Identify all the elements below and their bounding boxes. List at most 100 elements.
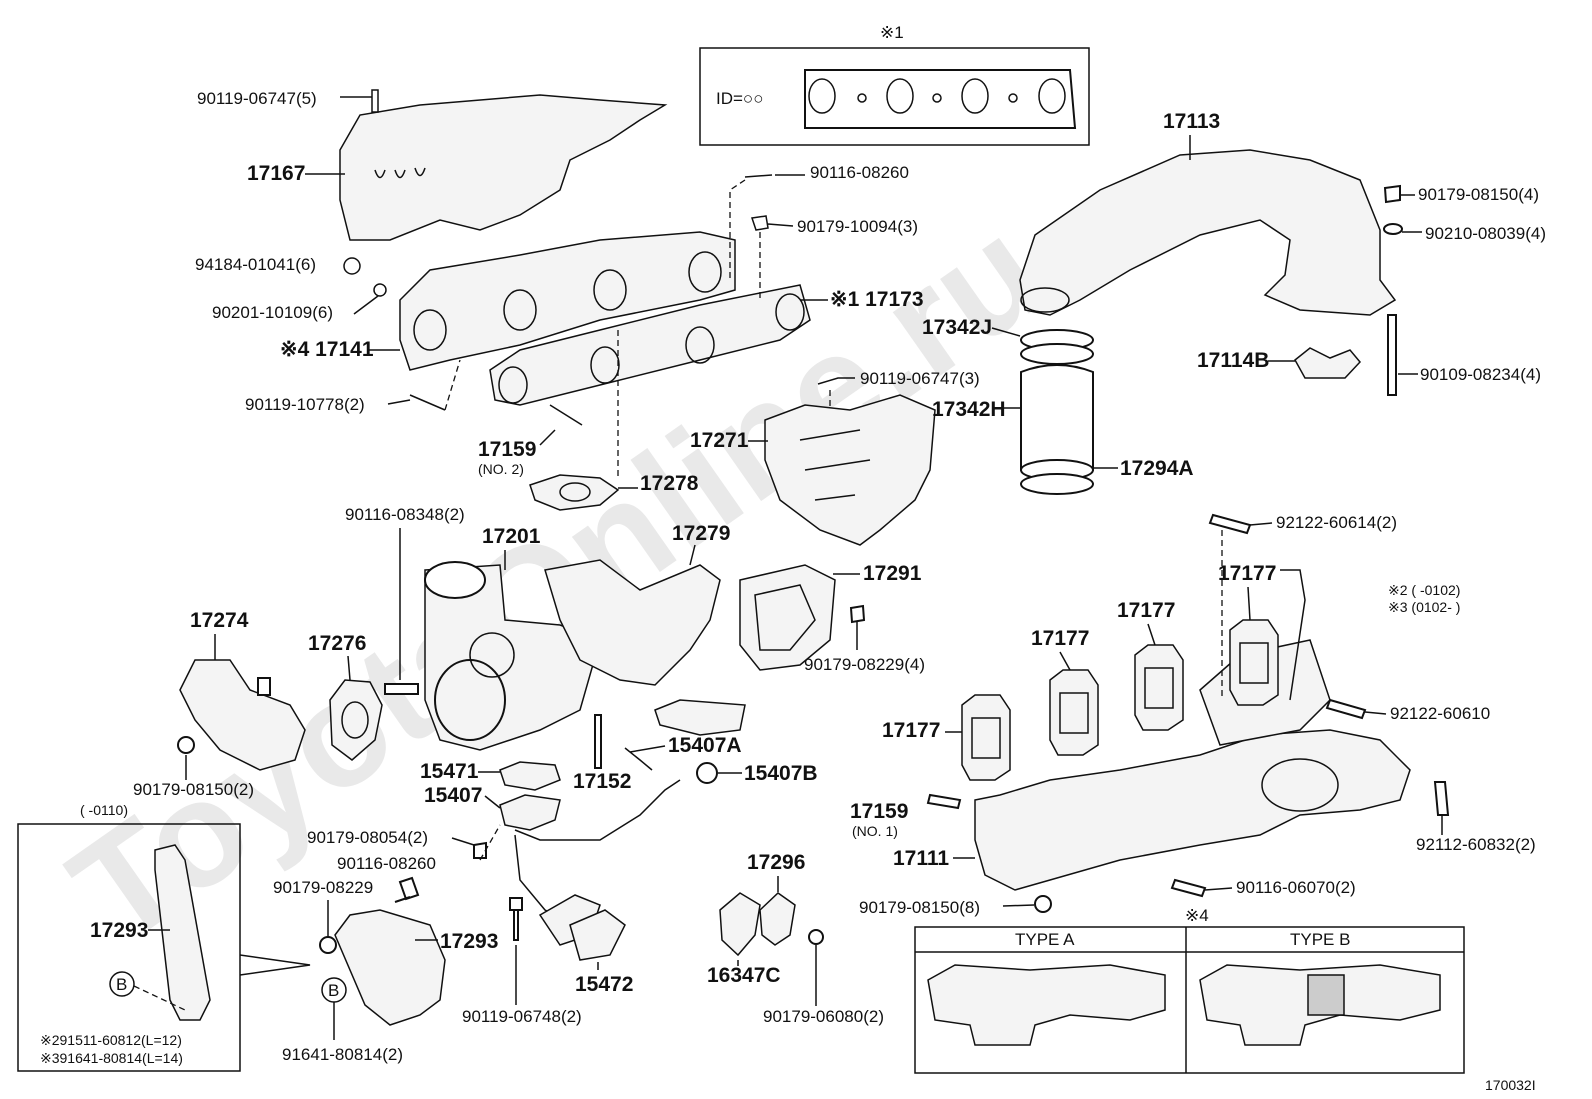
callout-15471: 15471 [420, 760, 479, 783]
callout-17177-b: 17177 [1031, 627, 1089, 650]
callout-17201: 17201 [482, 525, 541, 548]
callout-17177-c: 17177 [1117, 599, 1175, 622]
callout-90116-08260-bottom: 90116-08260 [337, 854, 436, 873]
turbo-elbow-17279[interactable] [544, 559, 721, 686]
gasket-15407A[interactable] [654, 699, 746, 736]
callout-92122-60614-2: 92122-60614(2) [1276, 513, 1397, 532]
nut-icon-7 [808, 929, 824, 945]
gasket-17177-d[interactable] [1229, 619, 1279, 706]
callout-17279: 17279 [672, 522, 730, 545]
callout-92122-60610: 92122-60610 [1390, 704, 1490, 723]
stud-icon-6 [926, 793, 962, 810]
manifold-type-a [927, 964, 1166, 1046]
nut-icon-5 [473, 841, 487, 859]
turbocharger-17201[interactable] [424, 564, 601, 751]
callout-90119-06747-3: 90119-06747(3) [860, 369, 980, 388]
exhaust-gasket-17173[interactable] [489, 284, 811, 406]
turbo-insulator-17271[interactable] [764, 394, 936, 546]
plug-15407B[interactable] [696, 762, 718, 784]
callout-17177-d: 17177 [1218, 562, 1276, 585]
stud-icon-7 [1433, 781, 1450, 816]
callout-no2: (NO. 2) [478, 461, 524, 477]
gasket-17276[interactable] [329, 679, 383, 761]
callout-90179-08150-8: 90179-08150(8) [859, 898, 980, 917]
inset-box [17, 823, 241, 1072]
callout-17278: 17278 [640, 472, 699, 495]
oil-pipe [514, 779, 681, 841]
gasket-17114B[interactable] [1294, 347, 1362, 379]
turbo-gasket-17278[interactable] [529, 474, 620, 511]
gasket-16347C[interactable] [719, 892, 761, 957]
bellows-joint [1307, 974, 1345, 1016]
callout-b-inset: B [116, 975, 127, 994]
stud-icon-5 [1325, 698, 1367, 720]
gasket-15471[interactable] [499, 761, 561, 791]
callout-17271: 17271 [690, 429, 749, 452]
turbo-gasket-17291[interactable] [739, 564, 836, 671]
callout-90119-06748-2: 90119-06748(2) [462, 1007, 582, 1026]
note3: ※3 (0102- ) [1388, 599, 1460, 615]
exhaust-manifold-17141[interactable] [399, 231, 736, 371]
gasket-id-label: ID=○○ [716, 89, 763, 108]
gasket-17177-b[interactable] [1049, 669, 1099, 756]
callout-17296: 17296 [747, 851, 805, 874]
callout-16347C: 16347C [707, 964, 781, 987]
callout-15472: 15472 [575, 973, 633, 996]
stud-icon-2 [384, 683, 419, 695]
washer-icon-2 [1383, 223, 1403, 235]
callout-17177-a: 17177 [882, 719, 940, 742]
nut-icon-2 [1383, 184, 1401, 204]
callout-90179-08229: 90179-08229 [273, 878, 373, 897]
intake-pipe-17113[interactable] [1019, 149, 1397, 316]
type-a-label: TYPE A [1015, 930, 1075, 949]
callout-90119-10778-2: 90119-10778(2) [245, 395, 365, 414]
heat-insulator-17167[interactable] [339, 94, 668, 241]
callout-90116-08260-top: 90116-08260 [810, 163, 909, 182]
type-box-title: ※4 [1185, 906, 1209, 925]
gasket-15407[interactable] [499, 794, 561, 831]
callout-92112-60832-2: 92112-60832(2) [1416, 835, 1536, 854]
callout-17274: 17274 [190, 609, 249, 632]
callout-17293: 17293 [440, 930, 498, 953]
callout-17167: 17167 [247, 162, 305, 185]
stud-17152[interactable] [594, 714, 602, 769]
inset-pointer [239, 954, 311, 976]
cover-17296[interactable] [759, 892, 796, 946]
nut-icon-6 [319, 936, 337, 954]
callout-90179-08150-2: 90179-08150(2) [133, 780, 254, 799]
exhaust-manifold-17111[interactable] [974, 729, 1411, 891]
callout-90201-10109-6: 90201-10109(6) [212, 303, 333, 322]
type-box [914, 926, 1465, 1074]
nut-icon-8 [1034, 895, 1052, 913]
stud-icon-8 [1170, 878, 1207, 898]
callout-17159-bottom: 17159 [850, 800, 908, 823]
stud-icon-3 [394, 876, 420, 903]
inset-bracket-17293[interactable] [154, 844, 211, 1021]
nut-icon-4 [177, 736, 195, 754]
callout-17111: 17111 [893, 847, 949, 870]
bolt-icon [509, 897, 523, 941]
nut-icon [343, 257, 361, 275]
gasket-17177-a[interactable] [961, 694, 1011, 781]
callout-15407: 15407 [424, 784, 482, 807]
note1-title: ※1 [880, 23, 904, 42]
gasket-17177-c[interactable] [1134, 644, 1184, 731]
callout-15407B: 15407B [744, 762, 818, 785]
callout-90210-08039-4: 90210-08039(4) [1425, 224, 1546, 243]
stud-icon [1387, 314, 1397, 396]
callout-90179-06080-2: 90179-06080(2) [763, 1007, 884, 1026]
callout-90179-08054-2: 90179-08054(2) [307, 828, 428, 847]
callout-17291: 17291 [863, 562, 922, 585]
outlet-elbow-17274[interactable] [179, 659, 306, 771]
bracket-17293[interactable] [334, 909, 446, 1026]
stud-icon-4 [1208, 513, 1252, 535]
callout-90119-06747-5: 90119-06747(5) [197, 89, 317, 108]
callout-17113: 17113 [1163, 110, 1220, 133]
washer-icon [373, 283, 387, 297]
callout-90179-10094-3: 90179-10094(3) [797, 217, 918, 236]
figure-id: 170032I [1485, 1077, 1536, 1093]
callout-no1: (NO. 1) [852, 823, 898, 839]
note2: ※2 ( -0102) [1388, 582, 1460, 598]
